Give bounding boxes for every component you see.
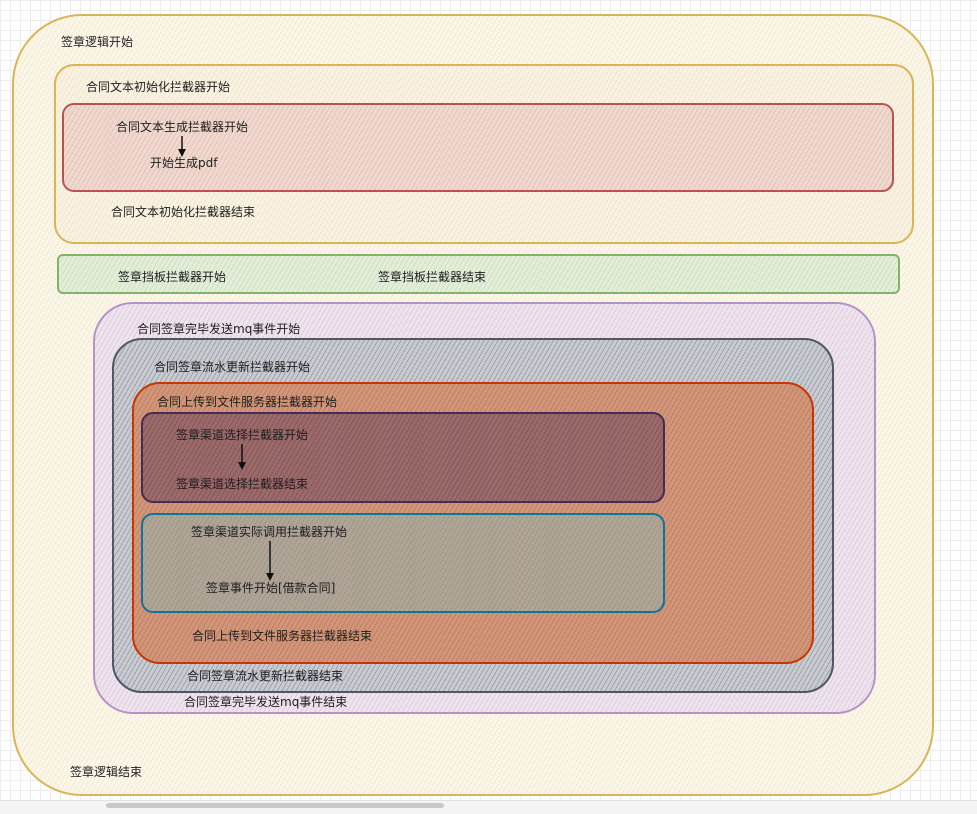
sign-logic-start-label: 签章逻辑开始 — [61, 35, 134, 49]
channel-select-start-label: 签章渠道选择拦截器开始 — [176, 428, 309, 442]
sign-event-start-label: 签章事件开始[借款合同] — [206, 581, 336, 595]
channel-call-start-label: 签章渠道实际调用拦截器开始 — [191, 525, 348, 539]
sign-block-end-label: 签章挡板拦截器结束 — [378, 270, 487, 284]
contract-text-init-end-label: 合同文本初始化拦截器结束 — [111, 205, 256, 219]
flow-update-start-label: 合同签章流水更新拦截器开始 — [154, 360, 311, 374]
start-gen-pdf-label: 开始生成pdf — [150, 156, 218, 170]
call-to-event-arrow — [266, 541, 274, 581]
select-start-to-end-arrow — [238, 444, 246, 470]
sign-block-container[interactable] — [57, 254, 900, 294]
mq-event-end-label: 合同签章完毕发送mq事件结束 — [184, 695, 348, 709]
contract-text-gen-container[interactable] — [62, 103, 894, 192]
sign-block-start-label: 签章挡板拦截器开始 — [118, 270, 227, 284]
channel-select-container[interactable] — [141, 412, 665, 503]
upload-end-label: 合同上传到文件服务器拦截器结束 — [192, 629, 373, 643]
contract-text-init-start-label: 合同文本初始化拦截器开始 — [86, 80, 231, 94]
flow-update-end-label: 合同签章流水更新拦截器结束 — [187, 669, 344, 683]
channel-select-end-label: 签章渠道选择拦截器结束 — [176, 477, 309, 491]
mq-event-start-label: 合同签章完毕发送mq事件开始 — [137, 322, 301, 336]
sign-logic-end-label: 签章逻辑结束 — [70, 765, 143, 779]
horizontal-scrollbar-thumb[interactable] — [106, 803, 444, 808]
upload-start-label: 合同上传到文件服务器拦截器开始 — [157, 395, 338, 409]
channel-call-container[interactable] — [141, 513, 665, 613]
contract-text-gen-start-label: 合同文本生成拦截器开始 — [116, 120, 249, 134]
gen-to-pdf-arrow — [178, 136, 186, 157]
